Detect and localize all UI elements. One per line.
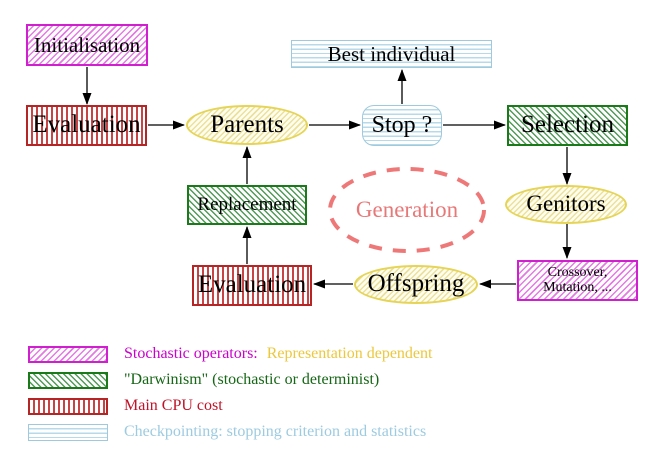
node-selection: Selection [507, 105, 628, 146]
legend-item-stochastic-operators: Stochastic operators: Representation depe… [28, 345, 432, 363]
node-offspring: Offspring [354, 265, 478, 304]
generation-label: Generation [355, 197, 459, 222]
legend-label-checkpointing: Checkpointing: stopping criterion and st… [124, 423, 427, 440]
legend-swatch-magenta-hatch-icon [28, 345, 108, 363]
legend-item-checkpointing: Checkpointing: stopping criterion and st… [28, 423, 426, 441]
crossover-label-line2: Mutation, ... [543, 279, 612, 295]
node-initialisation: Initialisation [26, 24, 148, 66]
legend-label-stochastic-operators: Stochastic operators: [124, 345, 258, 362]
legend-swatch-green-hatch-icon [28, 371, 108, 389]
legend-item-darwinism: "Darwinism" (stochastic or determinist) [28, 371, 379, 389]
node-evaluation-bottom: Evaluation [192, 265, 312, 306]
legend-item-main-cpu-cost: Main CPU cost [28, 397, 223, 415]
legend-swatch-red-stripes-icon [28, 397, 108, 415]
crossover-label-line1: Crossover, [547, 264, 608, 280]
node-genitors: Genitors [505, 185, 627, 224]
node-crossover-mutation: Crossover, Mutation, ... [517, 260, 638, 301]
legend-label-darwinism: "Darwinism" (stochastic or determinist) [124, 371, 380, 388]
node-evaluation-top: Evaluation [26, 105, 147, 146]
node-replacement: Replacement [187, 185, 307, 225]
node-best-individual: Best individual [291, 40, 492, 68]
legend-label-stochastic: Stochastic operators: Representation depe… [124, 345, 432, 363]
legend-label-representation-dependent: Representation dependent [266, 345, 433, 362]
legend-label-main-cpu-cost: Main CPU cost [124, 397, 223, 414]
node-stop: Stop ? [362, 105, 442, 146]
legend-swatch-cyan-stripes-icon [28, 423, 108, 441]
node-parents: Parents [186, 105, 308, 145]
